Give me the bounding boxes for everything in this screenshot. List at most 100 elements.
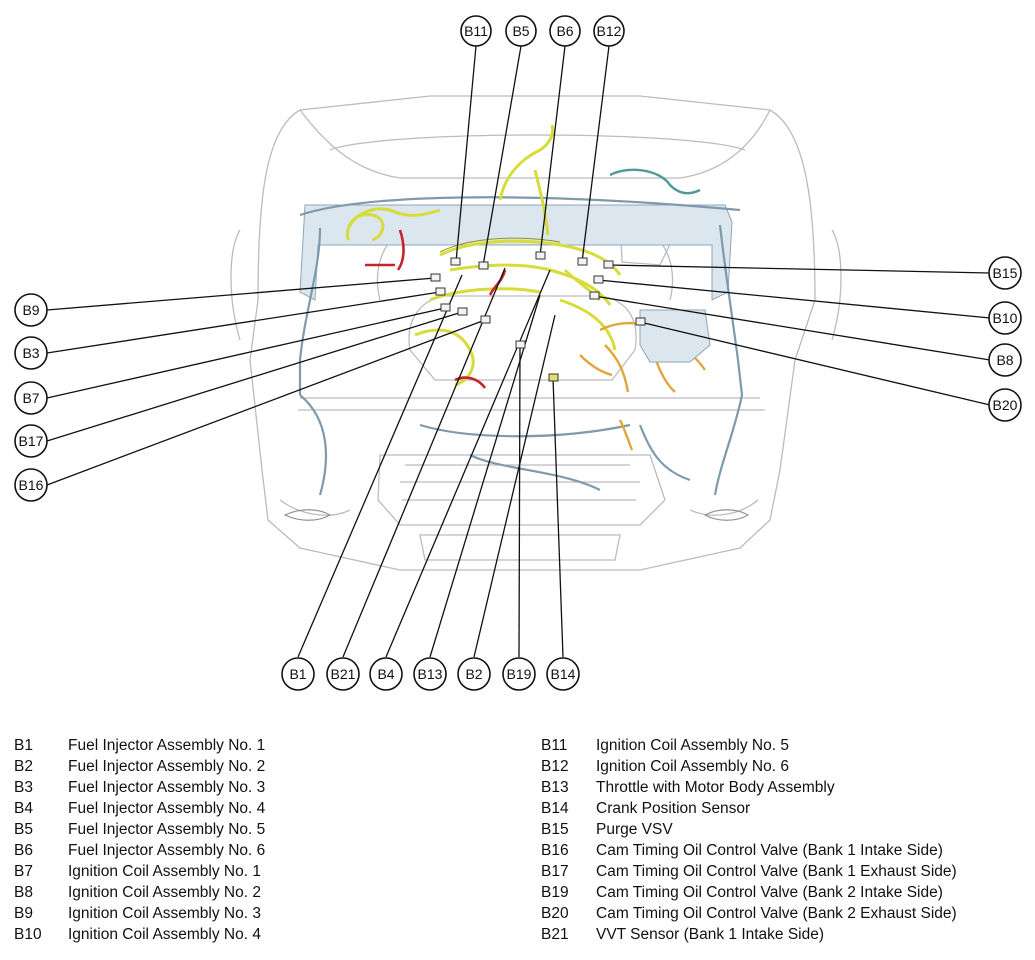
callout-label: B12	[597, 23, 622, 39]
legend-code: B15	[541, 821, 569, 838]
legend-code: B13	[541, 779, 569, 796]
callout-label: B3	[22, 345, 39, 361]
legend-description: Ignition Coil Assembly No. 2	[68, 884, 261, 901]
connector-markers	[430, 251, 646, 382]
legend-description: Ignition Coil Assembly No. 1	[68, 863, 261, 880]
legend-row: B6 Fuel Injector Assembly No. 6	[14, 840, 265, 861]
legend-code: B19	[541, 884, 569, 901]
legend-description: Fuel Injector Assembly No. 2	[68, 758, 266, 775]
legend-description: Fuel Injector Assembly No. 4	[68, 800, 266, 817]
callout-B1: B1	[281, 657, 315, 691]
callout-B5: B5	[505, 15, 537, 47]
legend-code: B3	[14, 779, 33, 796]
callout-B11: B11	[460, 15, 492, 47]
legend-code: B14	[541, 800, 569, 817]
callout-B4: B4	[369, 657, 403, 691]
callout-B3: B3	[14, 336, 48, 370]
legend-row: B17 Cam Timing Oil Control Valve (Bank 1 …	[541, 861, 957, 882]
callout-B17: B17	[14, 424, 48, 458]
callout-label: B14	[551, 666, 576, 682]
legend-code: B12	[541, 758, 569, 775]
legend-code: B4	[14, 800, 33, 817]
callout-label: B9	[22, 302, 39, 318]
callout-B9: B9	[14, 293, 48, 327]
legend-description: Cam Timing Oil Control Valve (Bank 1 Exh…	[596, 863, 957, 880]
callout-B2: B2	[457, 657, 491, 691]
legend-row: B12 Ignition Coil Assembly No. 6	[541, 756, 957, 777]
callout-B15: B15	[988, 256, 1022, 290]
legend-code: B16	[541, 842, 569, 859]
callout-label: B5	[512, 23, 529, 39]
legend-row: B4 Fuel Injector Assembly No. 4	[14, 798, 265, 819]
legend-code: B1	[14, 737, 33, 754]
legend-code: B8	[14, 884, 33, 901]
legend-description: Ignition Coil Assembly No. 6	[596, 758, 789, 775]
legend-code: B10	[14, 926, 42, 943]
legend-row: B3 Fuel Injector Assembly No. 3	[14, 777, 265, 798]
callout-B21: B21	[326, 657, 360, 691]
legend-description: VVT Sensor (Bank 1 Intake Side)	[596, 926, 825, 943]
callout-B12: B12	[593, 15, 625, 47]
legend-description: Cam Timing Oil Control Valve (Bank 2 Exh…	[596, 905, 957, 922]
callout-label: B11	[464, 23, 488, 39]
callout-label: B15	[993, 265, 1018, 281]
legend-row: B11 Ignition Coil Assembly No. 5	[541, 735, 957, 756]
callout-label: B1	[289, 666, 306, 682]
callout-label: B6	[556, 23, 573, 39]
callout-B13: B13	[413, 657, 447, 691]
legend-description: Cam Timing Oil Control Valve (Bank 1 Int…	[596, 842, 943, 859]
legend-description: Fuel Injector Assembly No. 6	[68, 842, 266, 859]
legend-row: B13 Throttle with Motor Body Assembly	[541, 777, 957, 798]
legend-description: Purge VSV	[596, 821, 673, 838]
legend-description: Crank Position Sensor	[596, 800, 751, 817]
callout-label: B19	[507, 666, 532, 682]
legend-code: B17	[541, 863, 569, 880]
legend-row: B10 Ignition Coil Assembly No. 4	[14, 924, 265, 945]
legend-row: B15 Purge VSV	[541, 819, 957, 840]
legend-row: B8 Ignition Coil Assembly No. 2	[14, 882, 265, 903]
legend-description: Fuel Injector Assembly No. 3	[68, 779, 266, 796]
callout-B14: B14	[546, 657, 580, 691]
callout-label: B21	[331, 666, 356, 682]
legend-code: B20	[541, 905, 569, 922]
callout-label: B13	[418, 666, 443, 682]
legend-code: B11	[541, 737, 568, 754]
callout-B10: B10	[988, 301, 1022, 335]
legend-code: B6	[14, 842, 33, 859]
legend-description: Ignition Coil Assembly No. 4	[68, 926, 261, 943]
leader-lines	[46, 45, 991, 658]
callout-B7: B7	[14, 381, 48, 415]
vehicle-outline	[230, 95, 842, 571]
legend-description: Throttle with Motor Body Assembly	[596, 779, 835, 796]
callout-label: B7	[22, 390, 39, 406]
callout-B16: B16	[14, 468, 48, 502]
legend-row: B2 Fuel Injector Assembly No. 2	[14, 756, 265, 777]
callout-label: B8	[996, 352, 1013, 368]
callout-B8: B8	[988, 343, 1022, 377]
callout-label: B10	[993, 310, 1018, 326]
engine-wiring-diagram: B11 B5 B6 B12 B9 B3 B7 B17 B16 B15 B10 B…	[14, 15, 1022, 691]
legend-row: B5 Fuel Injector Assembly No. 5	[14, 819, 265, 840]
callout-label: B2	[465, 666, 482, 682]
legend-description: Fuel Injector Assembly No. 5	[68, 821, 266, 838]
legend-description: Ignition Coil Assembly No. 5	[596, 737, 789, 754]
legend-description: Fuel Injector Assembly No. 1	[68, 737, 266, 754]
legend-row: B14 Crank Position Sensor	[541, 798, 957, 819]
legend-row: B1 Fuel Injector Assembly No. 1	[14, 735, 265, 756]
callout-label: B16	[19, 477, 44, 493]
legend-code: B9	[14, 905, 33, 922]
wire-harness	[298, 124, 744, 496]
callout-label: B17	[19, 433, 44, 449]
legend-row: B20 Cam Timing Oil Control Valve (Bank 2 …	[541, 903, 957, 924]
callout-label: B20	[993, 397, 1018, 413]
callout-B19: B19	[502, 657, 536, 691]
callout-label: B4	[377, 666, 394, 682]
legend-code: B7	[14, 863, 33, 880]
legend-code: B5	[14, 821, 33, 838]
callout-B6: B6	[549, 15, 581, 47]
legend-row: B16 Cam Timing Oil Control Valve (Bank 1 …	[541, 840, 957, 861]
legend-code: B2	[14, 758, 33, 775]
